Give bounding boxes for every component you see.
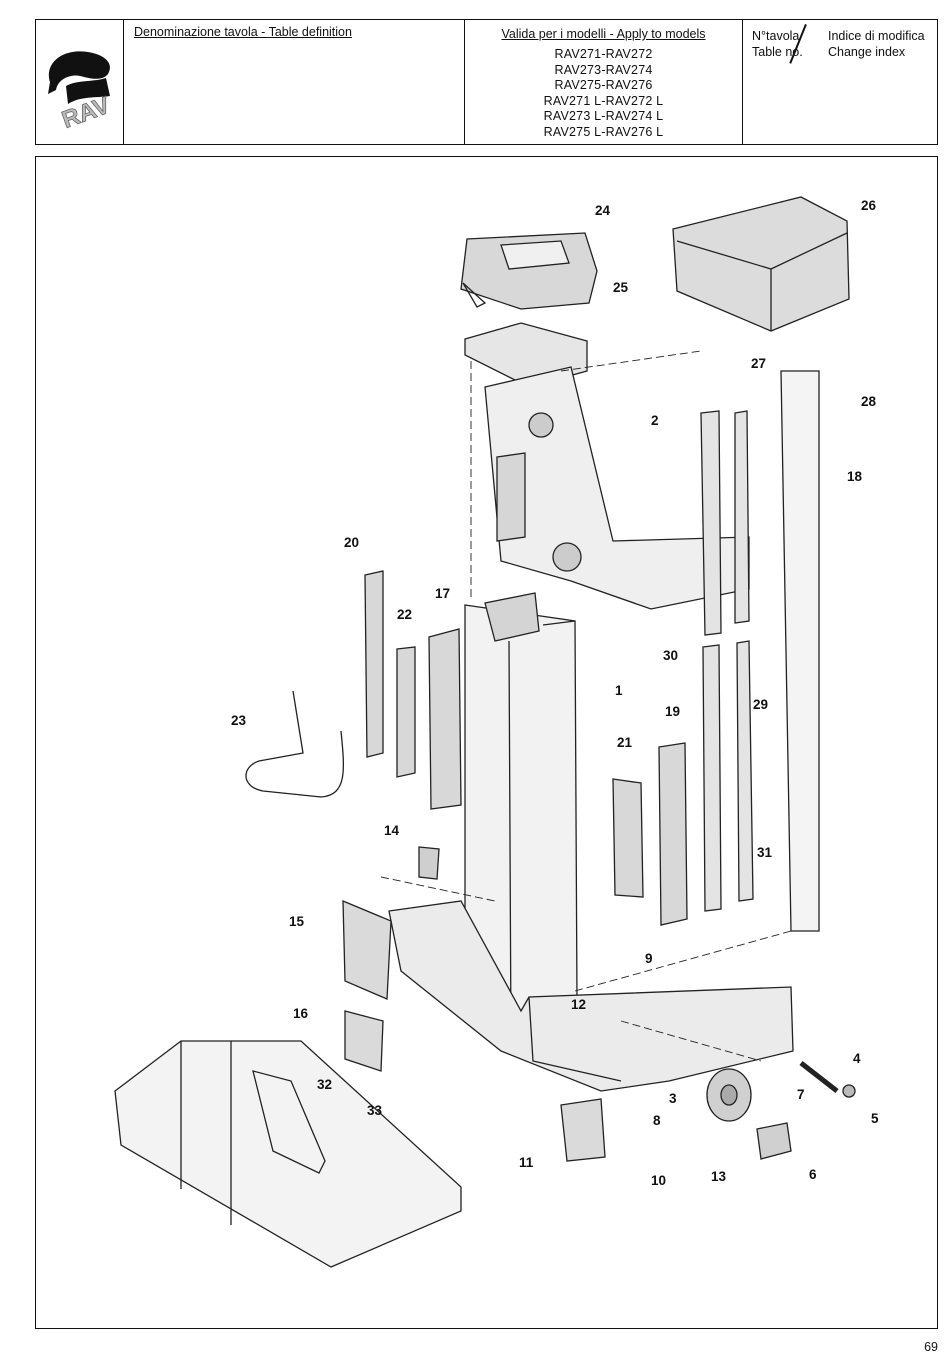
- models-label: Valida per i modelli - Apply to models: [501, 27, 706, 41]
- callout-7: 7: [797, 1087, 805, 1102]
- change-index-label-it: Indice di modifica: [828, 29, 925, 43]
- bracket-14: [418, 846, 440, 880]
- callout-17: 17: [435, 586, 450, 601]
- callout-6: 6: [809, 1167, 817, 1182]
- base-frame: [388, 900, 794, 1092]
- panel-16: [344, 1010, 384, 1072]
- callout-1: 1: [615, 683, 623, 698]
- page-number: 69: [924, 1340, 938, 1354]
- callout-10: 10: [651, 1173, 666, 1188]
- model-item: RAV275-RAV276: [554, 78, 653, 92]
- callout-19: 19: [665, 704, 680, 719]
- panel-15: [342, 900, 392, 1000]
- callout-21: 21: [617, 735, 633, 750]
- callout-32: 32: [317, 1077, 332, 1092]
- mast-column: [464, 592, 578, 1043]
- table-number-label: N°tavola Table no.: [752, 28, 803, 60]
- exploded-view-drawing: 1 2 3 4 5 6 7 8 9 10 11 12 13 14 15 16 1…: [114, 196, 879, 1268]
- callout-20: 20: [344, 535, 359, 550]
- callout-3: 3: [669, 1091, 677, 1106]
- table-number-cell: N°tavola Table no. Indice di modifica Ch…: [743, 20, 937, 144]
- callout-22: 22: [397, 607, 412, 622]
- inset-detail: [114, 1040, 462, 1268]
- model-item: RAV273-RAV274: [554, 62, 653, 77]
- table-number-label-it: N°tavola: [752, 29, 800, 43]
- models-list: RAV271-RAV272 RAV273-RAV274 RAV275-RAV27…: [465, 47, 742, 140]
- callout-33: 33: [367, 1103, 383, 1118]
- callout-27: 27: [751, 356, 766, 371]
- callout-14: 14: [384, 823, 400, 838]
- table-definition-label: Denominazione tavola - Table definition: [134, 25, 352, 39]
- drawing-frame: 1 2 3 4 5 6 7 8 9 10 11 12 13 14 15 16 1…: [35, 156, 938, 1329]
- callout-28: 28: [861, 394, 877, 409]
- callout-31: 31: [757, 845, 773, 860]
- title-block: RAV Denominazione tavola - Table definit…: [35, 19, 938, 145]
- callout-8: 8: [653, 1113, 661, 1128]
- callout-9: 9: [645, 951, 653, 966]
- callout-2: 2: [651, 413, 659, 428]
- slide-20: [364, 570, 384, 758]
- slide-19: [658, 742, 688, 926]
- model-item: RAV271-RAV272: [554, 47, 653, 61]
- slide-22: [396, 646, 416, 778]
- cover-part: [672, 196, 850, 332]
- callout-23: 23: [231, 713, 247, 728]
- callout-24: 24: [595, 203, 611, 218]
- callout-16: 16: [293, 1006, 309, 1021]
- models-cell: Valida per i modelli - Apply to models R…: [465, 20, 743, 144]
- rails-29-30: [702, 640, 754, 912]
- cover-part: [460, 232, 598, 310]
- callout-11: 11: [519, 1155, 534, 1170]
- callout-12: 12: [571, 997, 586, 1012]
- carriage-assembly: [484, 366, 750, 610]
- model-item: RAV271 L-RAV272 L: [543, 93, 664, 108]
- slide-17: [428, 628, 462, 810]
- callout-29: 29: [753, 697, 768, 712]
- table-definition-cell: Denominazione tavola - Table definition: [124, 20, 465, 144]
- callout-5: 5: [871, 1111, 879, 1126]
- model-item: RAV273 L-RAV274 L: [543, 109, 664, 123]
- slide-21: [612, 778, 644, 898]
- svg-text:RAV: RAV: [58, 92, 113, 134]
- change-index-label: Indice di modifica Change index: [828, 28, 925, 60]
- callout-labels: 1 2 3 4 5 6 7 8 9 10 11 12 13 14 15 16 1…: [231, 198, 879, 1188]
- callout-4: 4: [853, 1051, 861, 1066]
- callout-26: 26: [861, 198, 877, 213]
- change-index-label-en: Change index: [828, 45, 906, 59]
- callout-13: 13: [711, 1169, 727, 1184]
- callout-18: 18: [847, 469, 863, 484]
- callout-15: 15: [289, 914, 305, 929]
- rails-2: [700, 410, 750, 636]
- table-number-label-en: Table no.: [752, 45, 803, 59]
- callout-25: 25: [613, 280, 629, 295]
- model-item: RAV275 L-RAV276 L: [543, 124, 664, 139]
- wheel-assembly: [560, 1061, 856, 1162]
- callout-30: 30: [663, 648, 678, 663]
- rail-18: [780, 370, 820, 932]
- assembly-lines: [380, 350, 792, 1062]
- rav-logo: RAV: [48, 51, 114, 134]
- handle-23: [245, 690, 345, 798]
- logo-cell: RAV: [36, 20, 124, 144]
